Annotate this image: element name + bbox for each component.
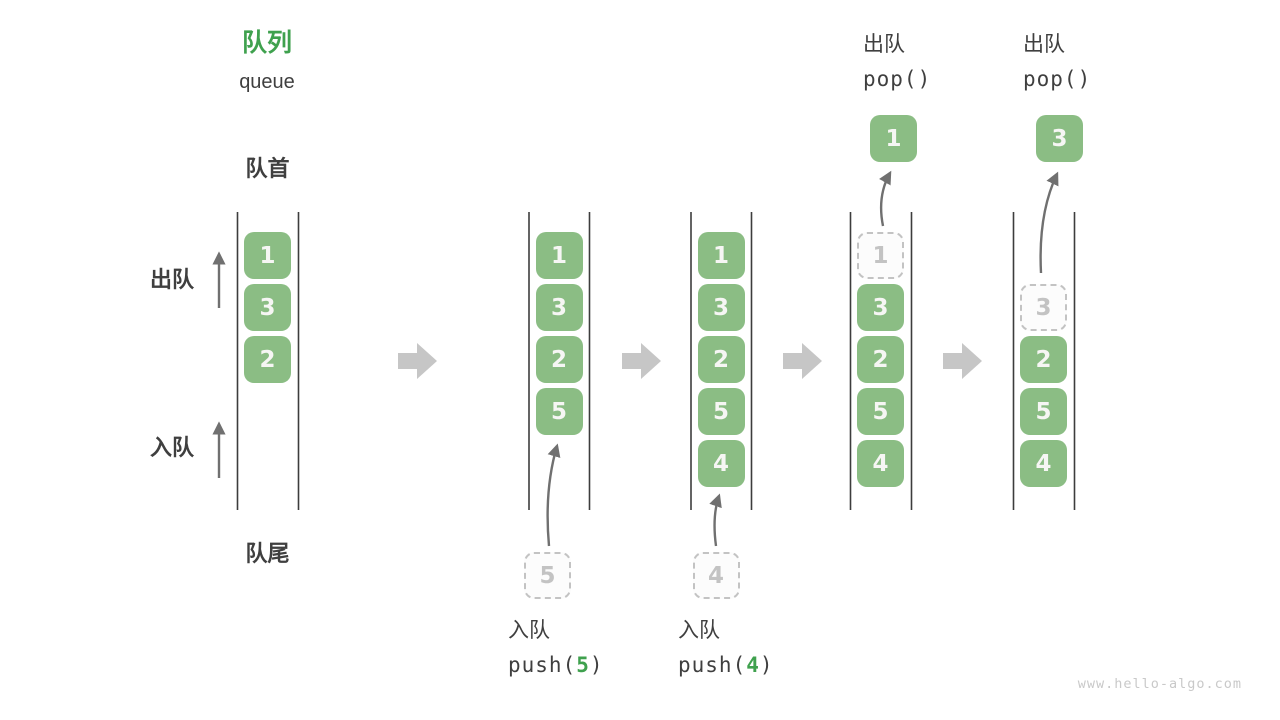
incoming-item: 5 xyxy=(524,552,571,599)
popped-item: 1 xyxy=(870,115,917,162)
right-block-arrow-icon xyxy=(398,343,437,379)
side-dequeue-label: 出队 xyxy=(150,267,195,292)
step-transition-arrows xyxy=(398,343,982,379)
side-enqueue-label: 入队 xyxy=(150,435,195,460)
push-operation-caption-2: 入队 push(4) xyxy=(678,617,774,679)
queue-item: 5 xyxy=(857,388,904,435)
queue-item: 3 xyxy=(857,284,904,331)
queue-item: 4 xyxy=(1020,440,1067,487)
push-fn: push( xyxy=(678,653,747,677)
popped-item: 3 xyxy=(1036,115,1083,162)
queue-item: 4 xyxy=(857,440,904,487)
queue-item: 3 xyxy=(244,284,291,331)
push-arg: 5 xyxy=(576,653,590,677)
push-code: push(4) xyxy=(678,652,774,679)
watermark: www.hello-algo.com xyxy=(1077,676,1242,692)
queue-item: 2 xyxy=(1020,336,1067,383)
pop-label-zh: 出队 xyxy=(1023,33,1065,56)
push-5-arrow-icon xyxy=(546,443,561,547)
pop-code: pop() xyxy=(863,67,932,91)
incoming-item: 4 xyxy=(692,552,740,599)
push-fn: push( xyxy=(508,653,577,677)
queue-item: 5 xyxy=(535,388,583,435)
queue-front-label: 队首 xyxy=(245,156,290,181)
queue-item: 5 xyxy=(1020,388,1067,435)
diagram-title-en: queue xyxy=(239,71,295,93)
push-close: ) xyxy=(589,653,604,677)
push-label-zh: 入队 xyxy=(508,619,550,642)
queue-item: 1 xyxy=(244,232,291,279)
queue-item: 1 xyxy=(535,232,583,279)
push-operation-caption-1: 入队 push(5) xyxy=(508,617,604,679)
queue-item: 2 xyxy=(535,336,583,383)
queue-item: 2 xyxy=(244,336,291,383)
push-code: push(5) xyxy=(508,652,604,679)
queue-item: 5 xyxy=(697,388,745,435)
right-block-arrow-icon xyxy=(943,343,982,379)
pop-3-arrow-icon xyxy=(1039,171,1059,274)
queue-item: 2 xyxy=(857,336,904,383)
queue-item: 3 xyxy=(697,284,745,331)
diagram-title: 队列 queue xyxy=(197,28,337,94)
diagram-title-zh: 队列 xyxy=(241,29,292,57)
push-label-zh: 入队 xyxy=(678,619,720,642)
queue-rear-label: 队尾 xyxy=(245,541,290,566)
queue-item: 3 xyxy=(535,284,583,331)
queue-slot-removed: 1 xyxy=(857,232,904,279)
pop-1-arrow-icon xyxy=(879,170,892,227)
queue-item: 1 xyxy=(697,232,745,279)
push-arg: 4 xyxy=(746,653,760,677)
queue-item: 4 xyxy=(697,440,745,487)
queue-slot-removed: 3 xyxy=(1020,284,1067,331)
pop-code: pop() xyxy=(1023,67,1092,91)
pop-label-zh: 出队 xyxy=(863,33,905,56)
queue-item: 2 xyxy=(697,336,745,383)
queue-column-walls xyxy=(236,212,1076,510)
right-block-arrow-icon xyxy=(783,343,822,379)
right-block-arrow-icon xyxy=(622,343,661,379)
push-4-arrow-icon xyxy=(709,493,722,547)
pop-operation-caption-1: 出队 pop() xyxy=(863,31,931,93)
push-close: ) xyxy=(759,653,774,677)
pop-operation-caption-2: 出队 pop() xyxy=(1023,31,1091,93)
